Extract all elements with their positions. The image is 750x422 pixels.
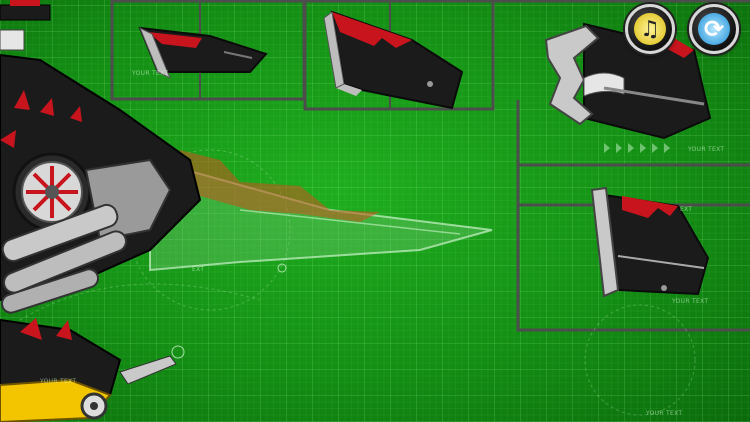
blueprint-chevrons <box>604 143 670 153</box>
tray-part-armor-plate[interactable] <box>323 10 464 110</box>
drill-placement-ghost[interactable] <box>149 150 493 273</box>
restart-button[interactable]: ⟳ <box>689 4 739 54</box>
restart-icon: ⟳ <box>698 13 730 45</box>
slot-label: YOUR TEXT <box>646 410 683 417</box>
music-toggle-button[interactable]: ♫ <box>625 4 675 54</box>
slot-label: YOUR TEXT <box>132 70 169 77</box>
slot-label: YOUR TEXT <box>40 378 77 385</box>
music-note-icon: ♫ <box>634 13 666 45</box>
slot-label: YOUR TEXT <box>672 298 709 305</box>
robot-body <box>0 0 202 422</box>
tray-slot-2-frame <box>303 0 495 111</box>
tray-slot-3-frame <box>493 0 750 332</box>
tray-part-fin[interactable] <box>138 26 268 80</box>
blueprint-guides <box>19 149 696 416</box>
marker-label: EXT <box>192 266 205 273</box>
tray-part-leg-guard[interactable] <box>590 186 710 298</box>
slot-label: YOUR TEXT <box>688 146 725 153</box>
marker-label: EXT <box>680 206 693 213</box>
